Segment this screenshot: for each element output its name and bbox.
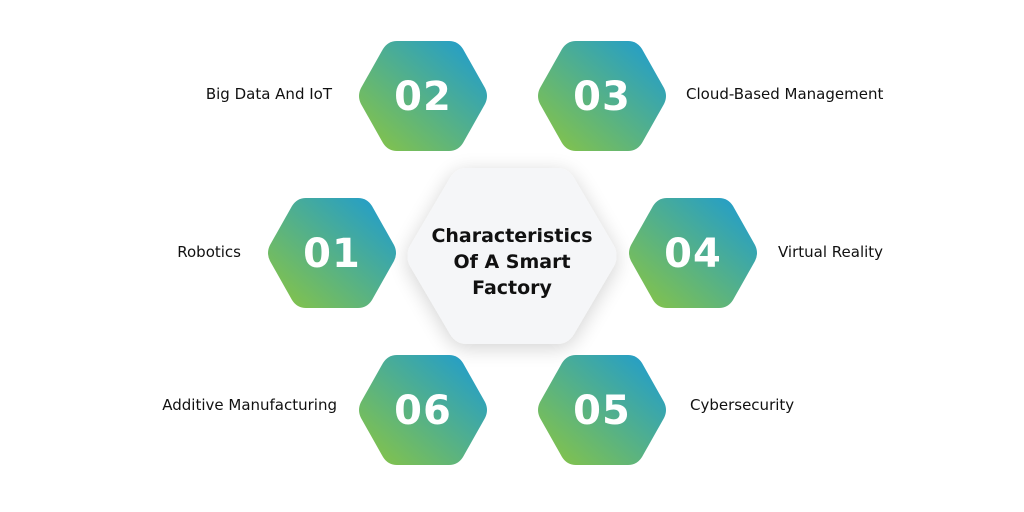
hexagon-05: 05	[538, 355, 666, 465]
hexagon-03: 03	[538, 41, 666, 151]
hexagon-06: 06	[359, 355, 487, 465]
label-cybersecurity: Cybersecurity	[690, 396, 795, 414]
center-title-line-3: Factory	[472, 277, 552, 299]
hexagon-03-number: 03	[573, 74, 631, 120]
label-cloud-based-management: Cloud-Based Management	[686, 85, 884, 103]
hexagon-04-number: 04	[664, 231, 722, 277]
hexagon-02-number: 02	[394, 74, 452, 120]
hexagon-02: 02	[359, 41, 487, 151]
center-hexagon: Characteristics Of A Smart Factory	[407, 168, 617, 344]
label-virtual-reality: Virtual Reality	[778, 243, 884, 261]
hexagon-05-number: 05	[573, 388, 631, 434]
hexagon-01-number: 01	[303, 231, 361, 277]
label-robotics: Robotics	[177, 243, 241, 261]
hexagon-01: 01	[268, 198, 396, 308]
label-additive-manufacturing: Additive Manufacturing	[162, 396, 337, 414]
hexagon-06-number: 06	[394, 388, 452, 434]
label-big-data-and-iot: Big Data And IoT	[205, 85, 332, 103]
center-title-line-1: Characteristics	[431, 225, 592, 247]
hexagon-04: 04	[629, 198, 757, 308]
center-title-line-2: Of A Smart	[453, 251, 570, 273]
